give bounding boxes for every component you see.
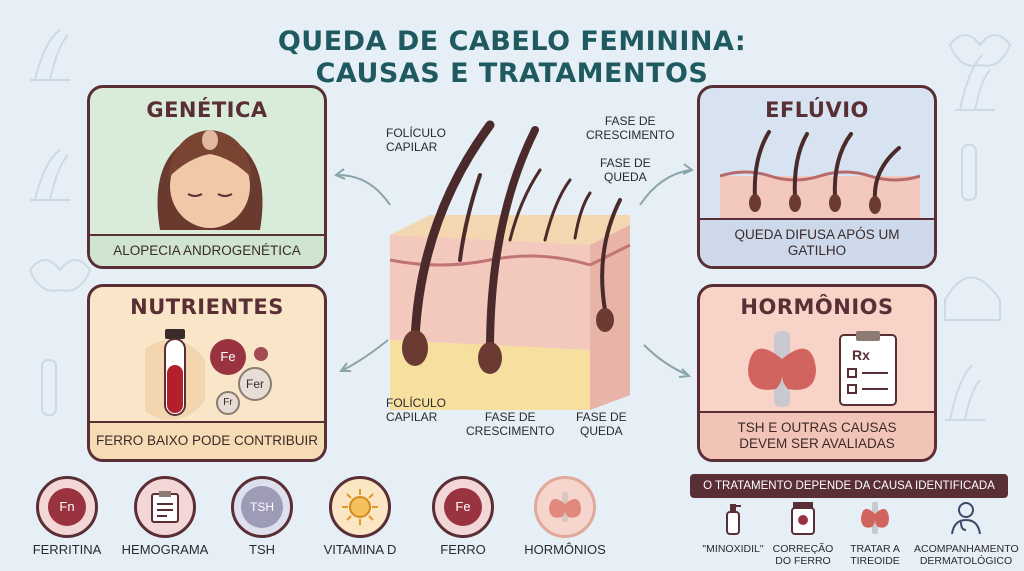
exam-name: FERRITINA — [32, 542, 102, 557]
treatment-dermatologico: ACOMPANHAMENTO DERMATOLÓGICO — [914, 500, 1019, 567]
woman-face-icon — [157, 130, 263, 230]
label-line: FASE DE — [600, 156, 651, 170]
label-line: FOLÍCULO — [386, 396, 447, 410]
treatment-label-1: TRATAR A — [850, 543, 900, 555]
treatment-label-1: ACOMPANHAMENTO — [914, 543, 1019, 555]
hair-follicles-icon — [720, 130, 920, 220]
card-title: NUTRIENTES — [130, 295, 284, 319]
label-line: FOLÍCULO — [386, 126, 447, 140]
label-foliculo-top: FOLÍCULO CAPILAR — [386, 126, 446, 154]
exam-name: FERRO — [440, 542, 486, 557]
rx-label: Rx — [852, 347, 870, 363]
clipboard-icon — [134, 476, 196, 538]
card-caption: ALOPECIA ANDROGENÉTICA — [90, 234, 324, 266]
label-line: CAPILAR — [386, 410, 438, 424]
iron-badge-fer: Fer — [238, 367, 272, 401]
exam-symbol: Fn — [48, 488, 86, 526]
card-caption: FERRO BAIXO PODE CONTRIBUIR — [90, 421, 324, 459]
card-caption: QUEDA DIFUSA APÓS UM GATILHO — [700, 218, 934, 266]
card-caption: TSH E OUTRAS CAUSAS DEVEM SER AVALIADAS — [700, 411, 934, 459]
exam-symbol: TSH — [241, 486, 283, 528]
label-queda-bottom: FASE DE QUEDA — [576, 410, 627, 438]
skin-cross-section-diagram — [389, 120, 631, 410]
card-nutrientes: NUTRIENTES Fe Fer Fr FERRO BAIXO PODE CO… — [87, 284, 327, 462]
treatment-banner: O TRATAMENTO DEPENDE DA CAUSA IDENTIFICA… — [690, 474, 1008, 498]
title-line-2: CAUSAS E TRATAMENTOS — [315, 58, 709, 89]
label-crescimento-bottom: FASE DE CRESCIMENTO — [466, 410, 554, 438]
treatment-label-2: DERMATOLÓGICO — [919, 555, 1013, 567]
exam-ferritina: Fn FERRITINA — [12, 476, 122, 557]
pill-jar-icon — [791, 502, 815, 535]
spray-bottle-icon — [726, 504, 741, 535]
caption-line-1: TSH E OUTRAS CAUSAS — [737, 420, 897, 435]
exam-name: VITAMINA D — [323, 542, 397, 557]
label-foliculo-bottom: FOLÍCULO CAPILAR — [386, 396, 446, 424]
card-title: EFLÚVIO — [765, 98, 869, 122]
label-line: CRESCIMENTO — [586, 128, 675, 142]
card-hormonios: HORMÔNIOS Rx TSH E OUTRAS CAUSAS DEVEM S… — [697, 284, 937, 462]
treatment-ferro: CORREÇÃO DO FERRO — [758, 500, 848, 567]
exam-name: HORMÔNIOS — [524, 542, 606, 557]
treatment-label: "MINOXIDIL" — [702, 543, 764, 555]
iron-badge-fe: Fe — [210, 339, 246, 375]
page-title: QUEDA DE CABELO FEMININA: CAUSAS E TRATA… — [0, 26, 1024, 90]
iron-badge-fr: Fr — [216, 391, 240, 415]
iron-badge-small — [254, 347, 268, 361]
treatment-minoxidil: "MINOXIDIL" — [688, 500, 778, 555]
sun-icon — [329, 476, 391, 538]
thyroid-icon — [861, 502, 889, 534]
exam-symbol: Fe — [444, 488, 482, 526]
card-genetica: GENÉTICA ALOPECIA ANDROGENÉTICA — [87, 85, 327, 269]
label-crescimento-top: FASE DE CRESCIMENTO — [586, 114, 674, 142]
ferritin-icon: Fn — [36, 476, 98, 538]
exam-hormonios: HORMÔNIOS — [510, 476, 620, 557]
title-line-1: QUEDA DE CABELO FEMININA: — [277, 26, 747, 57]
label-line: FASE DE — [604, 114, 656, 128]
treatment-label-2: DO FERRO — [775, 555, 831, 567]
label-line: FASE DE — [576, 410, 627, 424]
card-title: HORMÔNIOS — [740, 295, 894, 319]
doctor-icon — [951, 502, 981, 535]
exam-ferro: Fe FERRO — [408, 476, 518, 557]
treatment-label-2: TIREOIDE — [850, 555, 900, 567]
lab-report-icon — [839, 331, 897, 406]
label-line: FASE DE — [484, 410, 536, 424]
treatment-tireoide: TRATAR A TIREOIDE — [830, 500, 920, 567]
iron-icon: Fe — [432, 476, 494, 538]
exam-tsh: TSH TSH — [207, 476, 317, 557]
tsh-icon: TSH — [231, 476, 293, 538]
treatment-label-1: CORREÇÃO — [772, 543, 834, 555]
blood-tube-icon — [145, 329, 205, 420]
label-line: CAPILAR — [386, 140, 438, 154]
label-line: QUEDA — [604, 170, 647, 184]
label-queda-top: FASE DE QUEDA — [600, 156, 651, 184]
thyroid-icon — [748, 331, 816, 407]
label-line: CRESCIMENTO — [466, 424, 555, 438]
caption-line-2: DEVEM SER AVALIADAS — [739, 436, 895, 451]
exam-name: HEMOGRAMA — [121, 542, 209, 557]
thyroid-icon — [534, 476, 596, 538]
exam-vitamina-d: VITAMINA D — [305, 476, 415, 557]
card-title: GENÉTICA — [146, 98, 268, 122]
exam-name: TSH — [249, 542, 275, 557]
card-efluvio: EFLÚVIO QUEDA DIFUSA APÓS UM GATILHO — [697, 85, 937, 269]
label-line: QUEDA — [580, 424, 623, 438]
exam-hemograma: HEMOGRAMA — [110, 476, 220, 557]
